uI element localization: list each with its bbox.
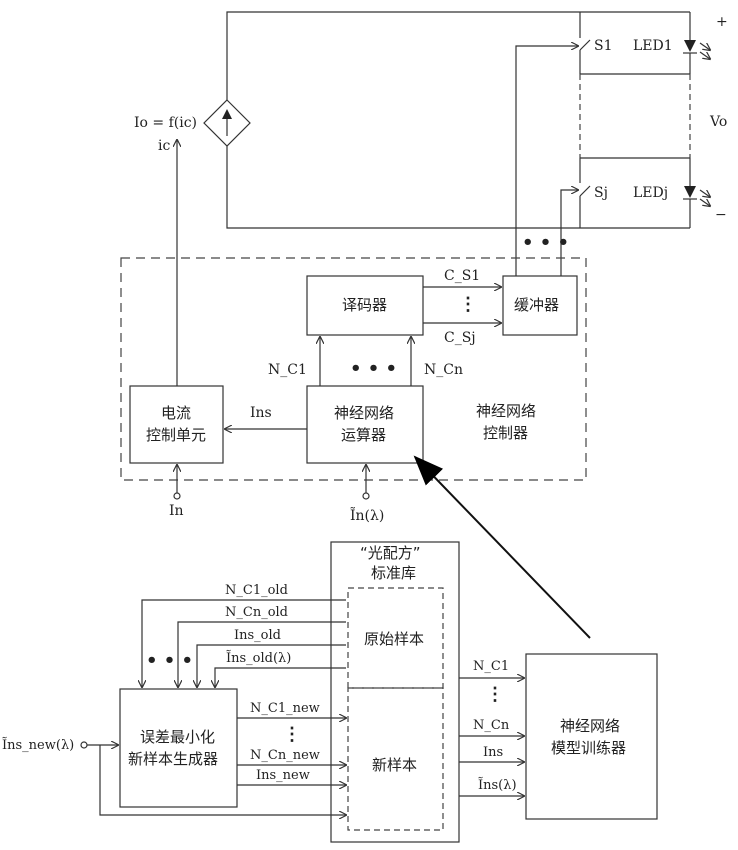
n-cn-label: N_Cn [424,362,463,378]
circuit-top-wire [227,12,580,100]
ins-new-label: Ins_new [256,768,310,783]
library-box [331,542,459,842]
n-cn-new-label: N_Cn_new [250,748,320,763]
neural-network-model-trainer: 神经网络 模型训练器 N_C1 ⋮ N_Cn Ins Ĩns(λ) [459,654,657,819]
n-c1-label: N_C1 [268,362,307,378]
buffer-label: 缓冲器 [514,296,559,314]
in-lambda-terminal [363,493,369,499]
sj-label: Sj [594,185,608,201]
nn-operator-line1: 神经网络 [334,404,394,422]
current-control-box [130,386,223,463]
sj-switch-blade [580,186,590,196]
library-title-line2: 标准库 [371,564,416,582]
ledj-diode-icon [684,186,696,198]
ledj-label: LEDj [633,185,668,201]
c-sj-label: C_Sj [444,330,476,346]
ins-new-lambda-terminal [81,742,87,748]
ins-new-lambda-label: Ĩns_new(λ) [2,737,74,753]
s1-switch-blade [580,40,590,50]
led-circuit: Io = f(ic) ic S1 LED1 Sj LEDj + − [134,12,728,276]
trainer-n-c1-label: N_C1 [473,659,509,674]
s1-label: S1 [594,38,613,54]
light-recipe-library: “光配方” 标准库 原始样本 新样本 [331,542,459,842]
io-formula-label: Io = f(ic) [134,115,197,131]
trainer-box [526,654,657,819]
c-s1-label: C_S1 [444,268,480,284]
controller-title-line1: 神经网络 [476,402,536,420]
trainer-ins-lambda-label: Ĩns(λ) [478,777,517,793]
nn-operator-line2: 运算器 [341,426,386,444]
led1-label: LED1 [633,38,673,54]
new-sample-vdots: ⋮ [283,724,301,745]
nn-operator-box [307,386,423,463]
current-control-line1: 电流 [161,404,191,422]
old-sample-ellipsis: • • • [146,650,193,671]
trainer-ins-label: Ins [483,745,503,760]
trainer-vdots: ⋮ [486,684,504,705]
n-c1-old-label: N_C1_old [225,583,288,598]
nn-output-ellipsis: • • • [350,358,397,379]
circuit-bottom-wire [227,146,580,228]
ins-old-label: Ins_old [234,628,281,643]
decoder-buffer-vdots: ⋮ [459,294,477,315]
ledj-light-ray-icon [700,199,710,206]
generator-line1: 误差最小化 [140,728,215,746]
led1-diode-icon [684,40,696,52]
ic-label: ic [158,138,170,154]
plus-terminal-label: + [716,14,728,30]
ins-label: Ins [250,405,272,421]
trainer-line2: 模型训练器 [551,739,626,757]
led1-light-ray-icon [700,43,710,50]
ins-old-lambda-label: Ĩns_old(λ) [226,650,291,666]
minus-terminal-label: − [715,207,727,223]
ins-old-lambda-line [215,668,346,687]
in-lambda-label: Ĩn(λ) [350,506,384,524]
original-sample-label: 原始样本 [364,630,424,648]
vo-label: Vo [709,114,727,130]
in-terminal [174,493,180,499]
generator-line2: 新样本生成器 [128,750,218,768]
library-title-line1: “光配方” [360,544,421,562]
decoder-label: 译码器 [342,296,387,314]
n-cn-old-label: N_Cn_old [225,605,288,620]
ledj-light-ray-icon [700,190,710,197]
generator-box [120,689,237,807]
trainer-n-cn-label: N_Cn [473,718,510,733]
switch-control-ellipsis: • • • [522,232,569,253]
new-sample-label: 新样本 [372,756,417,774]
controller-title-line2: 控制器 [483,424,528,442]
n-c1-new-label: N_C1_new [250,701,320,716]
trainer-line1: 神经网络 [560,717,620,735]
current-control-line2: 控制单元 [146,426,206,444]
led1-light-ray-icon [700,52,710,59]
error-minimization-generator: 误差最小化 新样本生成器 N_C1_old N_Cn_old Ins_old Ĩ… [2,583,346,815]
in-label: In [169,503,184,519]
